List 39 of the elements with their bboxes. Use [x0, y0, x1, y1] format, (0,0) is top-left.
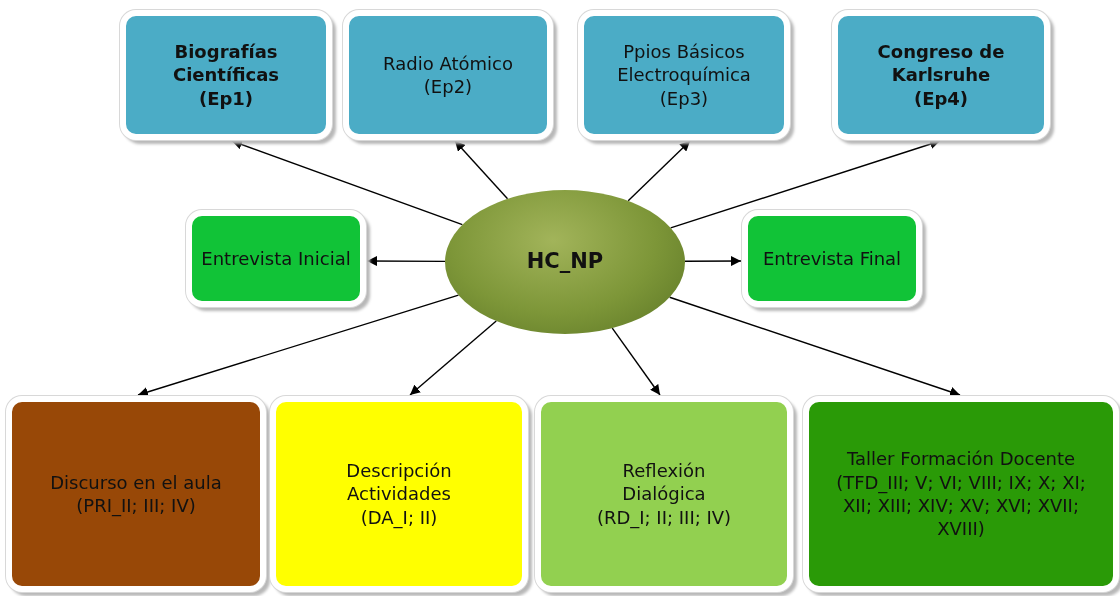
rounded-box: [803, 396, 1119, 592]
node-code: (Ep2): [423, 75, 473, 99]
rounded-box: [6, 396, 266, 592]
node-label: Radio Atómico: [383, 51, 513, 75]
arrow: [684, 256, 742, 267]
arrow: [409, 320, 497, 396]
arrow: [668, 296, 961, 397]
node-label: Taller Formación Docente: [846, 447, 1075, 471]
node-label: Discurso en el aula: [50, 470, 222, 494]
arrow: [670, 139, 941, 229]
node-code: (TFD_III; V; VI; VIII; IX; X; XI; XII; XIII; XIV; XV; XVI; XVII; XVIII): [835, 470, 1087, 541]
node-label: Congreso de Karlsruhe: [876, 39, 1006, 87]
rounded-box: [742, 210, 922, 307]
node-code: (DA_I; II): [360, 505, 438, 530]
node-label: Entrevista Inicial: [201, 246, 351, 271]
arrow: [454, 140, 509, 200]
rounded-box: [120, 10, 332, 140]
rounded-box: [186, 210, 366, 307]
rounded-box: [535, 396, 793, 592]
node-code: (Ep4): [913, 86, 969, 111]
node-label: Biografías Científicas: [171, 39, 281, 87]
rounded-box: [270, 396, 528, 592]
arrow: [627, 140, 691, 202]
node-label: Reflexión Dialógica: [621, 458, 707, 506]
arrow: [231, 139, 464, 226]
arrow: [611, 327, 661, 396]
arrow: [366, 256, 446, 267]
node-code: (Ep1): [198, 86, 254, 111]
node-label: Ppios Básicos Electroquímica: [616, 39, 752, 87]
arrow: [137, 294, 460, 397]
node-code: (Ep3): [659, 86, 709, 111]
rounded-box: [343, 10, 553, 140]
node-label: Entrevista Final: [762, 246, 902, 271]
node-code: (PRI_II; III; IV): [76, 494, 196, 518]
rounded-box: [578, 10, 790, 140]
node-label: Descripción Actividades: [345, 458, 453, 506]
rounded-box: [832, 10, 1050, 140]
node-label: HC_NP: [526, 248, 604, 276]
node-code: (RD_I; II; III; IV): [596, 505, 732, 530]
